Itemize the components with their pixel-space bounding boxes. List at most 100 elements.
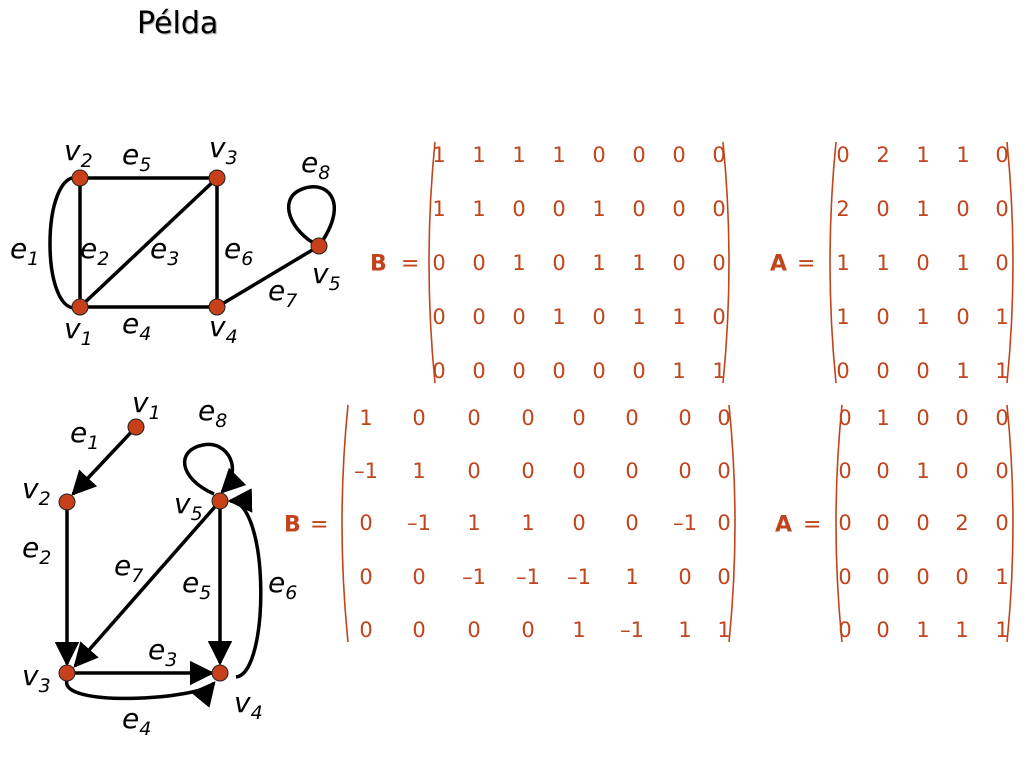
matrix-cell: 0 xyxy=(432,305,445,329)
matrix-cell: 0 xyxy=(712,143,725,167)
matrix-cell: –1 xyxy=(354,459,378,483)
matrix-cell: 0 xyxy=(836,143,849,167)
label-v5: v5 xyxy=(174,487,203,525)
matrix-cell: 0 xyxy=(512,197,525,221)
label-e6: e6 xyxy=(268,566,297,604)
vertex-v5 xyxy=(310,237,328,255)
matrix-left-paren xyxy=(829,141,837,384)
equals-sign: = xyxy=(310,513,328,538)
equals-sign: = xyxy=(803,513,821,538)
matrix-cell: 1 xyxy=(712,359,725,383)
vertex-v1 xyxy=(71,298,89,316)
label-e7: e7 xyxy=(114,549,143,587)
edge-e7 xyxy=(216,244,320,309)
matrix-left-paren xyxy=(428,141,436,384)
matrix-cell: 0 xyxy=(955,459,968,483)
matrix-cell: 0 xyxy=(956,305,969,329)
matrix-cell: 0 xyxy=(876,459,889,483)
matrix-cell: 0 xyxy=(592,143,605,167)
matrix-cell: 1 xyxy=(916,143,929,167)
matrix-cell: 0 xyxy=(521,459,534,483)
matrix-cell: 0 xyxy=(995,251,1008,275)
label-e8: e8 xyxy=(198,394,227,432)
matrix-cell: 0 xyxy=(432,251,445,275)
matrix-cell: 0 xyxy=(838,511,851,535)
label-v2: v2 xyxy=(22,472,51,510)
matrix-cell: 1 xyxy=(592,197,605,221)
matrix-cell: 1 xyxy=(916,305,929,329)
matrix-cell: 0 xyxy=(512,305,525,329)
edge-e1-directed xyxy=(71,425,138,496)
matrix-cell: 0 xyxy=(717,406,730,430)
matrix-right-paren xyxy=(1006,141,1014,384)
matrix-cell: 0 xyxy=(712,251,725,275)
matrix-cell: 2 xyxy=(836,197,849,221)
label-v4: v4 xyxy=(234,686,263,724)
matrix-cell: 0 xyxy=(717,511,730,535)
label-e5: e5 xyxy=(182,566,211,604)
edge-e4-directed xyxy=(65,679,216,708)
matrix-cell: 1 xyxy=(672,305,685,329)
matrix-cell: 1 xyxy=(916,197,929,221)
matrix-cell: 1 xyxy=(672,359,685,383)
vertex-v3 xyxy=(208,169,226,187)
edge-e6-directed xyxy=(227,488,263,679)
edge-e1 xyxy=(48,175,81,310)
label-e7: e7 xyxy=(268,274,297,312)
matrix-cell: 1 xyxy=(995,305,1008,329)
matrix-right-paren xyxy=(728,404,736,643)
matrix-cell: 0 xyxy=(472,359,485,383)
matrix-cell: 0 xyxy=(592,359,605,383)
label-e6: e6 xyxy=(224,232,253,270)
matrix-cell: 1 xyxy=(472,143,485,167)
matrix-cell: 0 xyxy=(678,406,691,430)
matrix-cell: 0 xyxy=(916,511,929,535)
matrix-right-paren xyxy=(722,141,730,384)
matrix-cell: 1 xyxy=(359,406,372,430)
matrix-cell: 1 xyxy=(956,143,969,167)
matrix-cell: 0 xyxy=(876,618,889,642)
label-e8: e8 xyxy=(301,146,330,184)
matrix-name: A xyxy=(775,513,792,538)
matrix-cell: 0 xyxy=(472,305,485,329)
matrix-cell: 0 xyxy=(712,197,725,221)
label-e5: e5 xyxy=(122,138,151,176)
matrix-cell: 0 xyxy=(838,406,851,430)
label-v4: v4 xyxy=(209,310,238,348)
equals-sign: = xyxy=(797,252,815,277)
matrix-cell: 0 xyxy=(995,406,1008,430)
matrix-cell: 0 xyxy=(955,565,968,589)
label-e2: e2 xyxy=(22,531,51,569)
matrix-cell: 1 xyxy=(632,251,645,275)
matrix-cell: 0 xyxy=(632,143,645,167)
graph-2 xyxy=(54,425,263,708)
matrix-cell: 2 xyxy=(955,511,968,535)
matrix-cell: 0 xyxy=(916,565,929,589)
matrix-cell: 0 xyxy=(678,459,691,483)
matrix-cell: 0 xyxy=(359,565,372,589)
edge-e7-directed xyxy=(73,499,222,668)
label-e2: e2 xyxy=(80,232,109,270)
matrix-cell: 2 xyxy=(876,143,889,167)
matrix-cell: 0 xyxy=(995,143,1008,167)
matrix-right-paren xyxy=(1006,404,1014,643)
matrix-cell: 0 xyxy=(412,618,425,642)
matrix-cell: 0 xyxy=(625,406,638,430)
label-e4: e4 xyxy=(122,307,151,345)
matrix-cell: 1 xyxy=(592,251,605,275)
matrix-cell: 0 xyxy=(359,511,372,535)
matrix-cell: 1 xyxy=(572,618,585,642)
matrix-cell: 1 xyxy=(521,511,534,535)
matrix-cell: 1 xyxy=(916,459,929,483)
matrix-cell: –1 xyxy=(462,565,486,589)
matrix-cell: 0 xyxy=(467,406,480,430)
matrix-cell: 0 xyxy=(521,406,534,430)
matrix-cell: 0 xyxy=(995,197,1008,221)
graph-1 xyxy=(48,175,336,310)
matrix-cell: 0 xyxy=(552,359,565,383)
matrix-cell: 0 xyxy=(876,305,889,329)
edge-e8-directed xyxy=(183,442,247,496)
